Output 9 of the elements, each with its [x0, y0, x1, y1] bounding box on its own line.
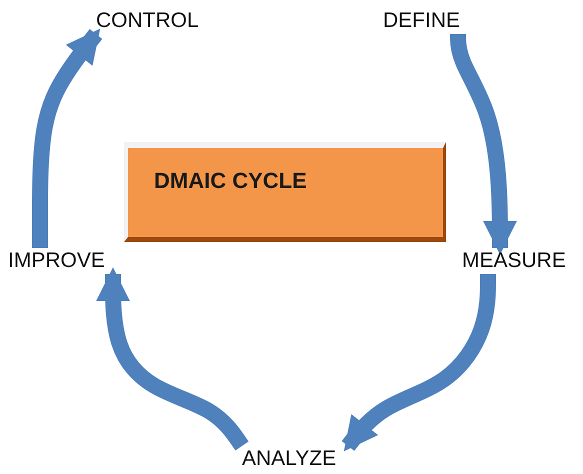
phase-label: MEASURE [462, 248, 576, 274]
curved-arrow [342, 274, 496, 452]
curved-arrow [96, 267, 249, 451]
title-box [124, 142, 446, 242]
phase-label: DEFINE [383, 8, 467, 34]
title-text: DMAIC CYCLE [154, 168, 307, 194]
phase-label: CONTROL [96, 8, 210, 34]
phase-label: IMPROVE [8, 248, 122, 274]
phase-label: ANALYZE [242, 446, 348, 472]
